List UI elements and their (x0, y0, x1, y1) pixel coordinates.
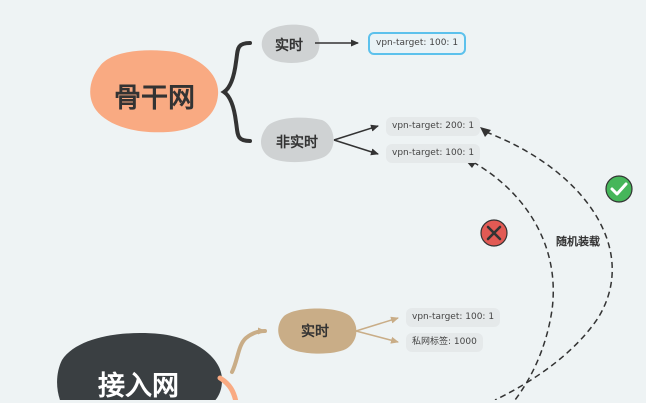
dashed-link-upper-arrowhead (480, 127, 491, 137)
backbone-realtime-label: 实时 (275, 38, 303, 54)
access-realtime-branch (230, 327, 267, 374)
backbone-node[interactable] (90, 50, 219, 133)
access-realtime-connector-lower (355, 330, 399, 344)
annotation-label: 随机装载 (556, 235, 600, 248)
nonrealtime-connector-upper (333, 124, 379, 141)
access-realtime-connector-upper (355, 316, 399, 332)
backbone-title: 骨干网 (114, 83, 195, 114)
access-realtime-label: 实时 (301, 324, 329, 340)
backbone-nonrealtime-node[interactable] (261, 117, 334, 163)
backbone-realtime-node[interactable] (261, 24, 320, 63)
backbone-nonrealtime-target-1[interactable]: vpn-target: 200: 1 (386, 117, 481, 136)
access-private-tag[interactable]: 私网标签: 1000 (406, 333, 483, 352)
nonrealtime-connector-lower (333, 139, 379, 156)
cross-icon (480, 219, 508, 247)
dashed-link-upper (485, 131, 613, 400)
dashed-link-lower (472, 161, 554, 400)
access-realtime-node[interactable] (278, 308, 357, 354)
access-orange-branch (217, 375, 239, 400)
access-title: 接入网 (98, 371, 179, 402)
backbone-nonrealtime-target-2[interactable]: vpn-target: 100: 1 (386, 144, 481, 163)
access-realtime-target[interactable]: vpn-target: 100: 1 (406, 308, 501, 327)
backbone-nonrealtime-label: 非实时 (276, 135, 318, 151)
access-node[interactable] (57, 333, 222, 400)
check-icon (605, 175, 633, 203)
backbone-brace (220, 41, 252, 143)
backbone-realtime-target[interactable]: vpn-target: 100: 1 (368, 32, 467, 55)
